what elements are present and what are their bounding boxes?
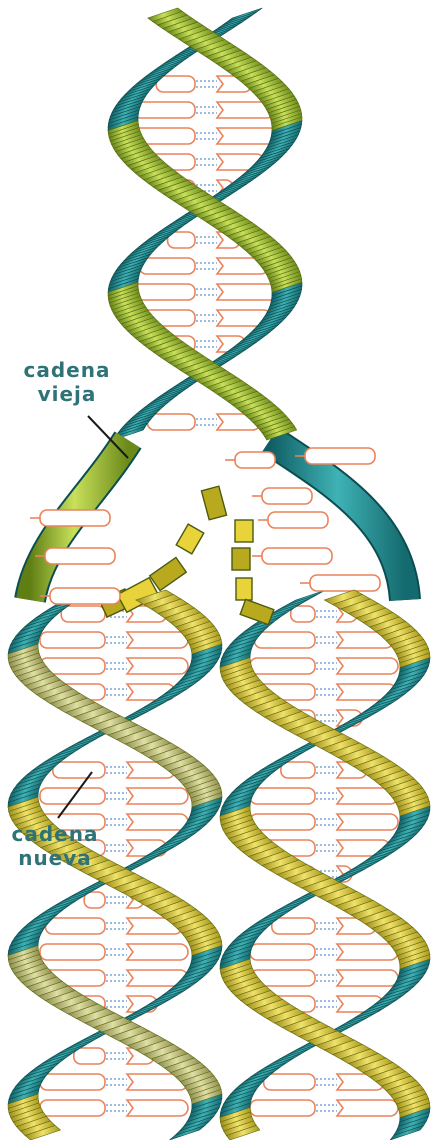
old-strand-label-line1: cadena: [12, 358, 122, 382]
base-pair-icon: [40, 632, 188, 648]
base-pair-icon: [53, 762, 175, 778]
nucleotide-icon: [225, 452, 275, 468]
new-strand-label-line1: cadena: [0, 822, 110, 846]
base-pair-icon: [250, 814, 398, 830]
base-pair-icon: [130, 284, 278, 300]
nucleotide-icon: [252, 548, 332, 564]
new-strand-fragment: [176, 524, 204, 554]
base-pair-icon: [133, 102, 274, 118]
nucleotide-icon: [295, 448, 375, 464]
base-pair-icon: [250, 1100, 398, 1116]
new-strand-label: cadena nueva: [0, 822, 110, 870]
new-strand-fragment: [150, 557, 187, 590]
nucleotide-icon: [258, 512, 328, 528]
base-pair-icon: [264, 1074, 385, 1090]
base-pair-icon: [250, 944, 398, 960]
nucleotide-icon: [300, 575, 380, 591]
nucleotide-icon: [35, 548, 115, 564]
base-pair-icon: [45, 918, 182, 934]
old-strand-label: cadena vieja: [12, 358, 122, 406]
nucleotide-icon: [30, 510, 110, 526]
base-pair-icon: [147, 414, 260, 430]
new-strand-fragment: [232, 548, 250, 570]
base-pair-icon: [139, 258, 268, 274]
nucleotide-icon: [40, 588, 120, 604]
base-pair-icon: [250, 788, 398, 804]
new-strand-fragment: [235, 520, 253, 542]
new-strand-fragment: [236, 578, 252, 600]
old-strand-label-line2: vieja: [12, 382, 122, 406]
new-strand-fragment: [240, 599, 274, 624]
base-pair-icon: [40, 658, 188, 674]
base-pair-icon: [250, 658, 398, 674]
new-strand-fragment: [201, 486, 226, 520]
base-pair-icon: [40, 1100, 188, 1116]
base-pair-icon: [130, 128, 278, 144]
base-pair-icon: [40, 788, 188, 804]
nucleotide-icon: [252, 488, 312, 504]
new-strand-label-line2: nueva: [0, 846, 110, 870]
base-pair-icon: [40, 944, 188, 960]
base-pair-icon: [250, 970, 398, 986]
base-pair-icon: [40, 1074, 188, 1090]
base-pair-icon: [254, 632, 393, 648]
